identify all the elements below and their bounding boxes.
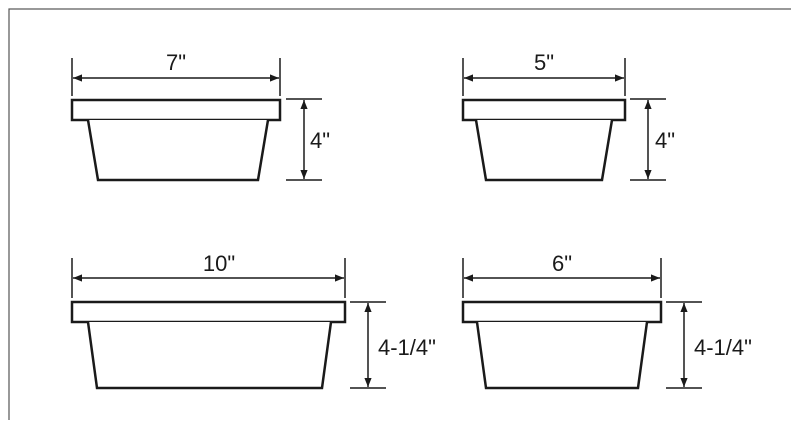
container-a-rim bbox=[70, 98, 282, 122]
container-a-height-label: 4" bbox=[310, 128, 330, 153]
container-a-width-label: 7" bbox=[166, 50, 186, 75]
container-b-width-label: 5" bbox=[534, 50, 554, 75]
container-a-body bbox=[86, 119, 270, 182]
container-a: 7" 4" bbox=[70, 50, 330, 182]
container-b-body bbox=[474, 119, 614, 182]
container-c-width-label: 10" bbox=[203, 251, 235, 276]
container-d-width-label: 6" bbox=[552, 251, 572, 276]
container-b-rim bbox=[461, 98, 627, 122]
container-d-body bbox=[475, 321, 649, 390]
container-d: 6" 4-1/4" bbox=[461, 251, 752, 390]
container-d-height-label: 4-1/4" bbox=[694, 335, 752, 360]
container-c-rim bbox=[70, 300, 347, 324]
container-c-height-label: 4-1/4" bbox=[378, 335, 436, 360]
container-b-height-label: 4" bbox=[655, 128, 675, 153]
container-b: 5" 4" bbox=[461, 50, 675, 182]
container-d-rim bbox=[461, 300, 663, 324]
frame-border bbox=[8, 8, 791, 425]
container-c-body bbox=[86, 321, 333, 390]
container-c: 10" 4-1/4" bbox=[70, 251, 436, 390]
